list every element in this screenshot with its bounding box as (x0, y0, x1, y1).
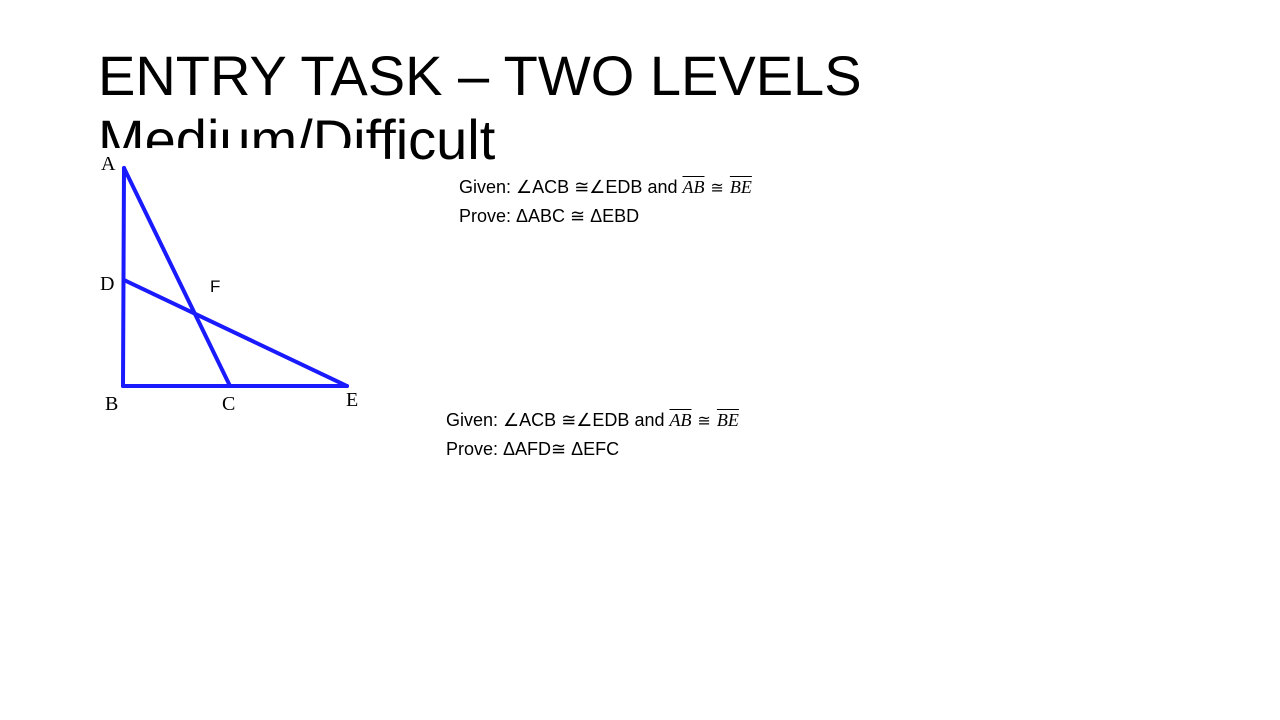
segment-de (122, 278, 349, 388)
prove-statement: Prove: ΔAFD≅ ΔEFC (446, 439, 620, 459)
segment-ab (121, 166, 126, 388)
angle-edb: ∠EDB (589, 177, 643, 197)
point-label-e: E (346, 389, 358, 411)
segment-ab-label: AB (682, 177, 705, 197)
problem-2: Given: ∠ACB ≅∠EDB and AB≅BE Prove: ΔAFD≅… (446, 406, 739, 464)
congruent-symbol: ≅ (556, 410, 577, 430)
segment-ab-label: AB (669, 410, 692, 430)
point-label-c: C (222, 393, 235, 415)
congruent-symbol: ≅ (697, 411, 711, 430)
segment-be-label: BE (729, 177, 752, 197)
and-text: and (629, 410, 670, 430)
angle-acb: ∠ACB (516, 177, 570, 197)
given-statement: Given: ∠ACB ≅∠EDB and AB≅BE (459, 173, 752, 202)
prove-statement: Prove: ΔABC ≅ ΔEBD (459, 206, 640, 226)
slide-title-line-1: ENTRY TASK – TWO LEVELS (98, 44, 862, 107)
given-prefix: Given: (459, 177, 517, 197)
angle-edb: ∠EDB (576, 410, 630, 430)
problem-1: Given: ∠ACB ≅∠EDB and AB≅BE Prove: ΔABC … (459, 173, 752, 231)
triangle-figure: A D F B C E (90, 148, 380, 418)
given-statement: Given: ∠ACB ≅∠EDB and AB≅BE (446, 406, 739, 435)
angle-acb: ∠ACB (503, 410, 557, 430)
segment-ac (122, 166, 232, 388)
congruent-symbol: ≅ (569, 177, 590, 197)
point-label-b: B (105, 393, 118, 415)
point-label-d: D (100, 273, 114, 295)
segment-be-label: BE (716, 410, 739, 430)
point-label-a: A (101, 153, 116, 175)
point-label-f: F (210, 277, 220, 296)
and-text: and (642, 177, 683, 197)
congruent-symbol: ≅ (710, 178, 724, 197)
given-prefix: Given: (446, 410, 504, 430)
